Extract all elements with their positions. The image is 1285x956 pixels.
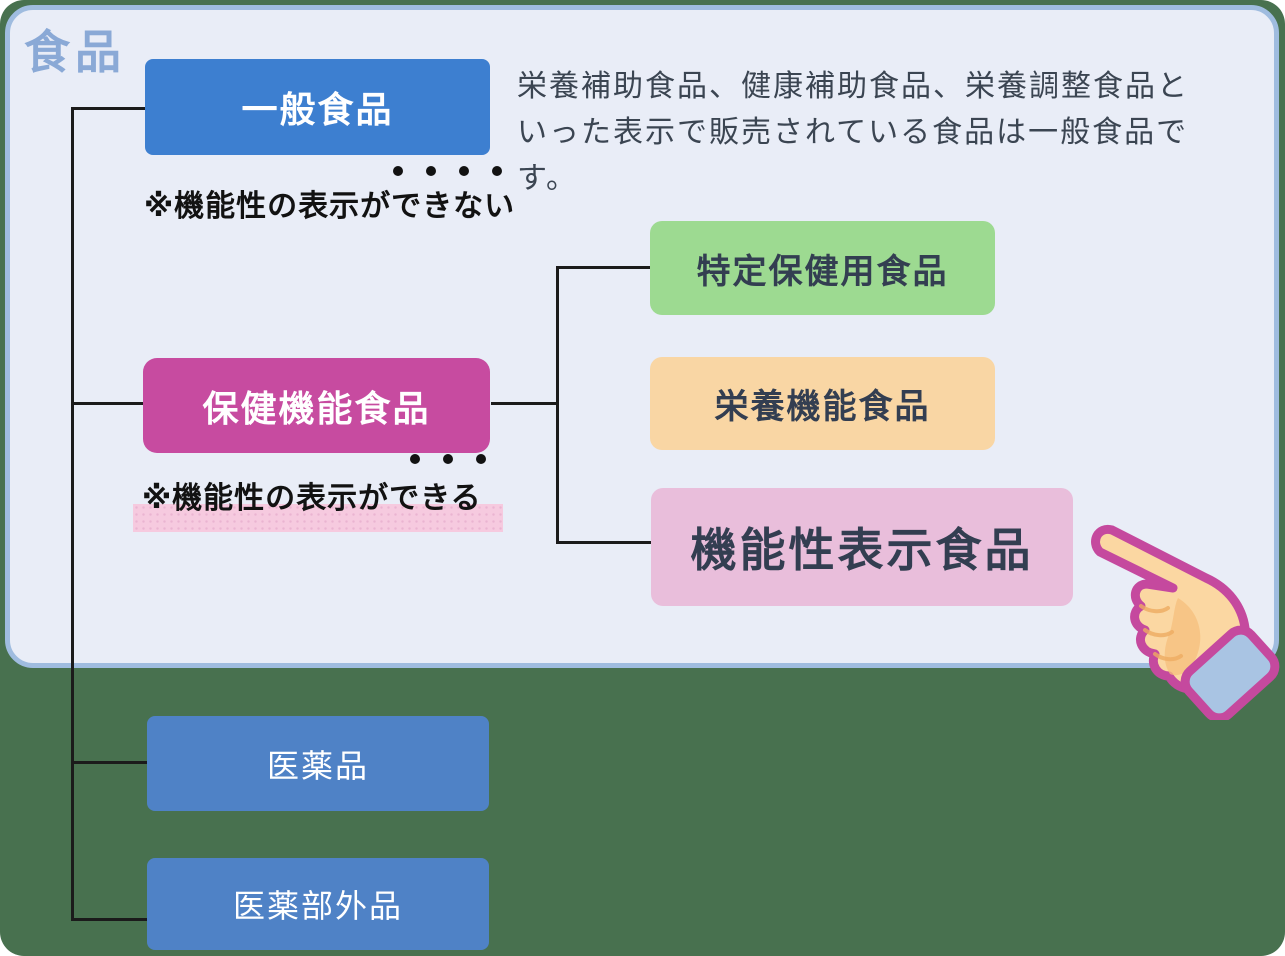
pink-highlight-bar — [133, 504, 503, 532]
connector-branch-health-function — [71, 402, 143, 405]
connector-branch-function-claims — [556, 541, 651, 544]
connector-branch-quasi-drugs — [71, 918, 147, 921]
connector-branch-general-food — [71, 107, 145, 110]
connector-right-trunk — [556, 266, 559, 544]
description-line-1: 栄養補助食品、健康補助食品、栄養調整食品と — [517, 70, 1189, 103]
note-can-display-function: ※機能性の表示ができる — [142, 482, 482, 515]
emphasis-dots-can — [410, 454, 486, 464]
emphasis-dots-cannot — [393, 166, 502, 176]
general-food-description: 栄養補助食品、健康補助食品、栄養調整食品と いった表示で販売されている食品は一般… — [517, 64, 1247, 202]
connector-health-to-trunk — [491, 402, 557, 405]
node-health-function-food: 保健機能食品 — [143, 358, 490, 453]
note-cannot-display-function: ※機能性の表示ができない — [144, 190, 516, 223]
description-line-2: いった表示で販売されている食品は一般食品です。 — [517, 116, 1189, 195]
node-food-with-nutrient-function: 栄養機能食品 — [650, 357, 995, 450]
connector-left-trunk — [71, 107, 74, 921]
connector-branch-tokuho — [556, 266, 650, 269]
page-title: 食品 — [24, 26, 126, 78]
pointing-hand-icon — [1091, 524, 1280, 720]
node-food-for-specified-health-uses: 特定保健用食品 — [650, 221, 995, 315]
node-food-with-function-claims: 機能性表示食品 — [651, 488, 1073, 606]
connector-branch-pharmaceuticals — [71, 761, 147, 764]
node-quasi-drugs: 医薬部外品 — [147, 858, 489, 950]
node-general-food: 一般食品 — [145, 59, 490, 155]
node-pharmaceuticals: 医薬品 — [147, 716, 489, 811]
